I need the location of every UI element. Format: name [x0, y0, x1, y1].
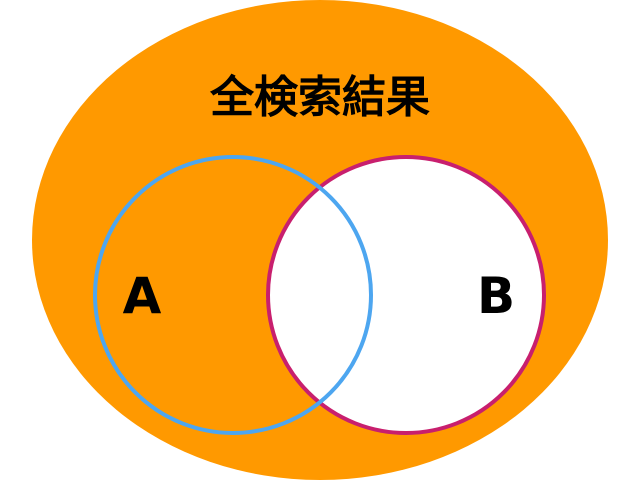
- set-b-label: B: [477, 267, 515, 325]
- set-a-circle: [93, 155, 373, 435]
- set-a-label: A: [123, 267, 162, 325]
- intersection-fill: [268, 157, 371, 433]
- universe-title: 全検索結果: [209, 72, 430, 123]
- set-b-circle: [266, 155, 546, 435]
